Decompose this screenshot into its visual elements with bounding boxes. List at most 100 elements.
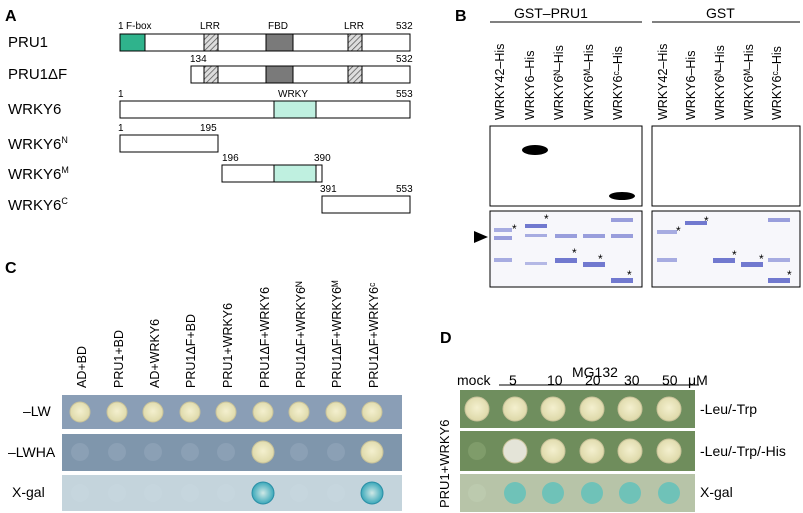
wrky6n-bar <box>119 134 219 153</box>
lrr-domain-2 <box>347 33 363 52</box>
colony-d-lt <box>502 396 528 422</box>
arrowhead-icon <box>474 231 488 243</box>
coomassie-gel-gst <box>651 210 801 288</box>
dose-label: 5 <box>509 372 517 388</box>
pru1df-bar <box>190 65 411 84</box>
colony-d-lt <box>464 396 490 422</box>
panel-label-b: B <box>455 8 467 25</box>
colony-d-xgal <box>468 484 486 502</box>
plate-d-xgal <box>460 474 695 512</box>
row-label: X-gal <box>700 484 733 500</box>
construct-name: PRU1ΔF <box>8 66 68 83</box>
target-band-marker: * <box>732 248 737 262</box>
start-label: 391 <box>320 184 337 195</box>
dose-label: 30 <box>624 372 640 388</box>
domain-label: LRR <box>200 21 221 32</box>
treatment-label: MG132 <box>572 364 618 380</box>
column-label: PRU1ΔF+WRKY6ᶜ <box>367 282 381 388</box>
dose-label-mock: mock <box>457 372 491 388</box>
unit-label: μM <box>688 372 708 388</box>
colony-lw <box>252 401 274 423</box>
lane-label: WRKY6ᴺ–His <box>713 45 727 120</box>
target-band-marker: * <box>704 214 709 228</box>
colony-lwha <box>108 443 126 461</box>
domain-label: WRKY <box>278 89 308 100</box>
coomassie-gel-gst-pru1 <box>489 210 643 288</box>
colony-d-lt <box>540 396 566 422</box>
row-label: -Leu/-Trp <box>700 401 758 417</box>
colony-lw <box>142 401 164 423</box>
colony-lw <box>106 401 128 423</box>
coomassie-bands <box>494 218 790 283</box>
wrky-domain-m <box>273 164 317 183</box>
start-label: 1 <box>118 89 124 100</box>
colony-d-lth <box>540 438 566 464</box>
fbd-domain-2 <box>265 65 294 84</box>
fbd-domain <box>265 33 294 52</box>
domain-label: LRR <box>344 21 365 32</box>
target-band-marker: * <box>512 222 517 236</box>
panel-label-c: C <box>5 260 17 277</box>
colony-d-lth <box>468 442 486 460</box>
column-label: PRU1ΔF+BD <box>184 314 198 388</box>
colony-lwha <box>327 443 345 461</box>
row-label: –LWHA <box>8 444 56 460</box>
start-label: 1 <box>118 123 124 134</box>
colony-d-lth <box>502 438 528 464</box>
target-band-marker: * <box>759 252 764 266</box>
domain-label: F-box <box>126 21 152 32</box>
dose-label: 10 <box>547 372 563 388</box>
colony-lwha <box>181 443 199 461</box>
column-label: PRU1ΔF+WRKY6ᴺ <box>294 281 308 388</box>
colony-lw <box>179 401 201 423</box>
colony-lw <box>215 401 237 423</box>
column-label: AD+WRKY6 <box>148 318 162 388</box>
colony-lwha <box>217 443 235 461</box>
plate-d-lth <box>460 431 695 471</box>
column-label: PRU1+WRKY6 <box>221 302 235 388</box>
panel-d-colonies <box>464 396 682 504</box>
colony-d-xgal <box>658 482 680 504</box>
colony-lwha <box>360 440 384 464</box>
western-blot-gst <box>651 125 801 207</box>
lrr-domain-3 <box>203 65 219 84</box>
end-label: 532 <box>396 54 413 65</box>
lrr-domain-1 <box>203 33 219 52</box>
colony-xgal <box>108 484 126 502</box>
lane-label: WRKY6ᴺ–His <box>552 45 566 120</box>
panel-a-schematic <box>119 33 411 214</box>
colony-lwha <box>144 443 162 461</box>
dose-label: 50 <box>662 372 678 388</box>
panel-label-a: A <box>5 8 17 25</box>
column-label: PRU1+BD <box>112 329 126 388</box>
colony-xgal <box>327 484 345 502</box>
colony-lwha <box>71 443 89 461</box>
pru1-bar <box>119 33 411 52</box>
colony-xgal <box>144 484 162 502</box>
lrr-domain-4 <box>347 65 363 84</box>
construct-name: WRKY6 <box>8 101 62 118</box>
lane-label: WRKY6–His <box>684 50 698 120</box>
column-label: AD+BD <box>75 345 89 388</box>
target-band-marker: * <box>598 252 603 266</box>
row-label: –LW <box>23 403 51 419</box>
colony-xgal <box>251 481 275 505</box>
panel-c-colonies <box>69 401 384 505</box>
start-label: 1 <box>118 21 124 32</box>
target-band-marker: * <box>572 246 577 260</box>
construct-name: WRKY6N <box>8 135 68 153</box>
colony-d-lth <box>617 438 643 464</box>
target-band-marker: * <box>787 268 792 282</box>
lane-label: WRKY42–His <box>493 43 507 120</box>
colony-d-lth <box>656 438 682 464</box>
panel-label-d: D <box>440 330 452 347</box>
colony-xgal <box>71 484 89 502</box>
column-label: PRU1ΔF+WRKY6 <box>258 286 272 388</box>
colony-d-lt <box>656 396 682 422</box>
end-label: 553 <box>396 184 413 195</box>
domain-label: FBD <box>268 21 288 32</box>
strain-label: PRU1+WRKY6 <box>437 419 452 509</box>
lane-label: WRKY6ᴹ–His <box>742 44 756 120</box>
end-label: 195 <box>200 123 217 134</box>
